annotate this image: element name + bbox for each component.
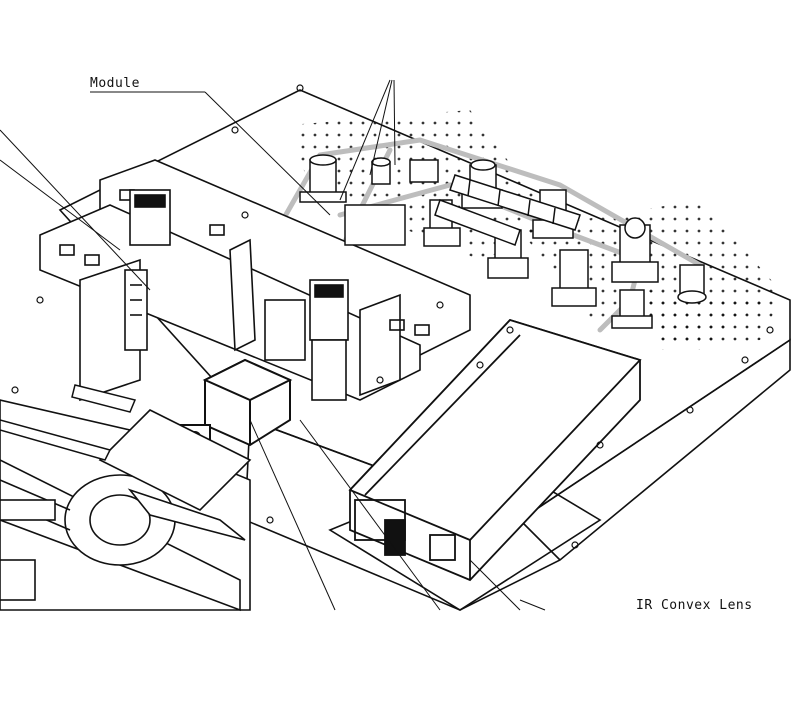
leader-lines (0, 79, 546, 611)
mount-11 (344, 159, 439, 246)
callout-module: Module (90, 76, 140, 91)
beam-expander-tubes (434, 174, 581, 246)
mount-8 (611, 217, 659, 283)
mount-1 (299, 154, 347, 203)
mount-9 (677, 264, 707, 304)
fastener-holes (11, 84, 774, 549)
callout-ir-convex-lens: IR Convex Lens (636, 598, 753, 613)
mount-2 (371, 157, 391, 185)
linear-stage (0, 399, 252, 612)
mount-10 (611, 289, 653, 329)
mount-7 (551, 249, 597, 307)
laser-source-box (348, 318, 642, 582)
z-axis-motor-center (264, 279, 349, 401)
side-rail (0, 384, 137, 461)
z-axis-motor-left (124, 189, 171, 351)
